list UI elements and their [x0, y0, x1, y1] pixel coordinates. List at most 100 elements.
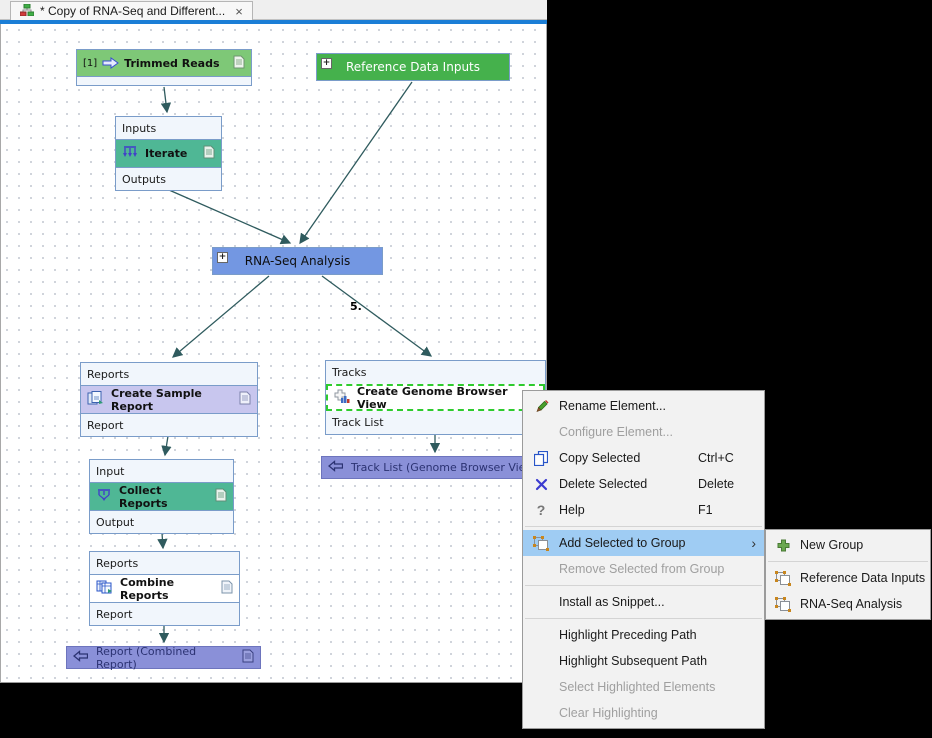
shortcut: F1	[698, 503, 713, 517]
copy-icon	[523, 450, 559, 466]
selected-element[interactable]: Create Genome Browser View	[326, 384, 545, 411]
output-port[interactable]: Outputs	[116, 167, 221, 190]
document-icon	[239, 391, 251, 408]
menu-item-add-selected-to-group[interactable]: Add Selected to Group ›	[523, 530, 764, 556]
collect-reports-icon	[96, 488, 112, 505]
node-combine-reports[interactable]: Reports Combine Reports	[89, 551, 240, 626]
input-port[interactable]: Input	[90, 460, 233, 483]
active-tab-underline	[0, 20, 547, 24]
node-title: Trimmed Reads	[124, 56, 220, 70]
menu-item-rename-element[interactable]: Rename Element...	[523, 393, 764, 419]
workflow-icon	[19, 3, 35, 19]
tab-title: * Copy of RNA-Seq and Different...	[40, 4, 226, 18]
port-label: Outputs	[122, 172, 166, 186]
menu-separator	[525, 585, 762, 586]
input-port[interactable]: Reports	[81, 363, 257, 386]
document-icon	[242, 649, 254, 666]
menu-item-configure-element: Configure Element...	[559, 425, 673, 439]
document-icon	[221, 580, 233, 597]
workflow-canvas[interactable]: 5. [1] Trimmed Reads + Reference Data In…	[0, 24, 547, 683]
sample-report-icon	[87, 391, 104, 408]
port-label: Output	[96, 515, 135, 529]
node-title: Combine Reports	[120, 575, 175, 602]
input-port[interactable]: Reports	[90, 552, 239, 575]
group-icon	[766, 596, 800, 612]
node-title: Collect Reports	[119, 483, 168, 510]
menu-item-highlight-subsequent-path[interactable]: Highlight Subsequent Path	[559, 654, 708, 668]
port-label: Report	[87, 418, 124, 432]
menu-separator	[525, 618, 762, 619]
node-title: Iterate	[145, 147, 188, 160]
input-arrow-icon	[102, 54, 120, 73]
port-label: Report	[96, 607, 133, 621]
node-iterate[interactable]: Inputs Iterate Outputs	[115, 116, 222, 191]
workflow-edges	[157, 81, 441, 644]
menu-item-select-highlighted-elements: Select Highlighted Elements	[559, 680, 716, 694]
menu-item-install-as-snippet[interactable]: Install as Snippet...	[559, 595, 665, 609]
node-report-output[interactable]: Report (Combined Report)	[66, 644, 261, 671]
delete-x-icon	[523, 478, 559, 491]
output-arrow-icon	[327, 460, 344, 475]
group-icon	[523, 535, 559, 551]
port-label: Tracks	[332, 366, 367, 379]
node-title: RNA-Seq Analysis	[244, 254, 351, 268]
node-title: Create Sample Report	[111, 386, 202, 413]
menu-item-highlight-preceding-path[interactable]: Highlight Preceding Path	[559, 628, 697, 642]
port-label: Input	[96, 464, 125, 478]
node-reference-data-inputs[interactable]: + Reference Data Inputs	[316, 53, 510, 81]
menu-item-remove-selected-from-group: Remove Selected from Group	[559, 562, 725, 576]
node-title: Report (Combined Report)	[96, 644, 197, 671]
port-label: Reports	[87, 367, 130, 381]
shortcut: Delete	[698, 477, 735, 491]
document-icon	[215, 488, 227, 505]
node-create-sample-report[interactable]: Reports Create Sample Report	[80, 362, 258, 437]
document-icon	[233, 54, 245, 73]
expand-toggle[interactable]: +	[321, 58, 332, 69]
iterate-icon	[122, 145, 138, 162]
menu-separator	[525, 526, 762, 527]
menu-item-clear-highlighting: Clear Highlighting	[559, 706, 658, 720]
menu-item-copy-selected[interactable]: Copy Selected Ctrl+C	[523, 445, 764, 471]
node-collect-reports[interactable]: Input Collect Reports Outp	[89, 459, 234, 534]
submenu-arrow-icon: ›	[751, 535, 756, 551]
menu-item-help[interactable]: ? Help F1	[523, 497, 764, 523]
output-arrow-icon	[72, 650, 89, 665]
pencil-icon	[523, 399, 559, 414]
port-label: Inputs	[122, 121, 157, 135]
input-port[interactable]: Inputs	[116, 117, 221, 140]
output-port[interactable]: Report	[90, 602, 239, 625]
submenu-item-rna-seq-analysis[interactable]: RNA-Seq Analysis	[766, 591, 930, 617]
output-port[interactable]: Report	[81, 413, 257, 436]
group-icon	[766, 570, 800, 586]
edge-order-label: 5.	[350, 300, 362, 313]
genome-browser-icon	[334, 389, 350, 407]
node-title: Reference Data Inputs	[345, 60, 481, 74]
node-title: Track List (Genome Browser View)	[351, 461, 539, 474]
close-icon[interactable]: ×	[235, 3, 243, 19]
document-icon	[203, 145, 215, 162]
workflow-tab[interactable]: * Copy of RNA-Seq and Different... ×	[10, 1, 253, 20]
new-group-icon	[766, 539, 800, 552]
port-label: Track List	[332, 416, 384, 429]
add-to-group-submenu: New Group Reference Data Inputs	[765, 529, 931, 620]
node-rna-seq-analysis[interactable]: + RNA-Seq Analysis	[212, 247, 383, 275]
menu-separator	[768, 561, 928, 562]
node-trimmed-reads[interactable]: [1] Trimmed Reads	[76, 49, 252, 86]
context-menu: Rename Element... Configure Element... C…	[522, 390, 765, 729]
iteration-badge: [1]	[83, 57, 98, 69]
input-port[interactable]: Tracks	[326, 361, 545, 384]
shortcut: Ctrl+C	[698, 451, 734, 465]
output-port[interactable]: Output	[90, 510, 233, 533]
menu-item-delete-selected[interactable]: Delete Selected Delete	[523, 471, 764, 497]
node-title: Create Genome Browser View	[357, 384, 508, 411]
output-port[interactable]: Track List	[326, 411, 545, 434]
output-port-strip[interactable]	[77, 77, 251, 85]
port-label: Reports	[96, 556, 139, 570]
expand-toggle[interactable]: +	[217, 252, 228, 263]
submenu-item-new-group[interactable]: New Group	[766, 532, 930, 558]
node-track-list-output[interactable]: Track List (Genome Browser View)	[321, 456, 546, 479]
submenu-item-reference-data-inputs[interactable]: Reference Data Inputs	[766, 565, 930, 591]
tab-bar: * Copy of RNA-Seq and Different... ×	[0, 0, 547, 20]
node-create-genome-browser-view[interactable]: Tracks Create Genome Browser View Track …	[325, 360, 546, 435]
